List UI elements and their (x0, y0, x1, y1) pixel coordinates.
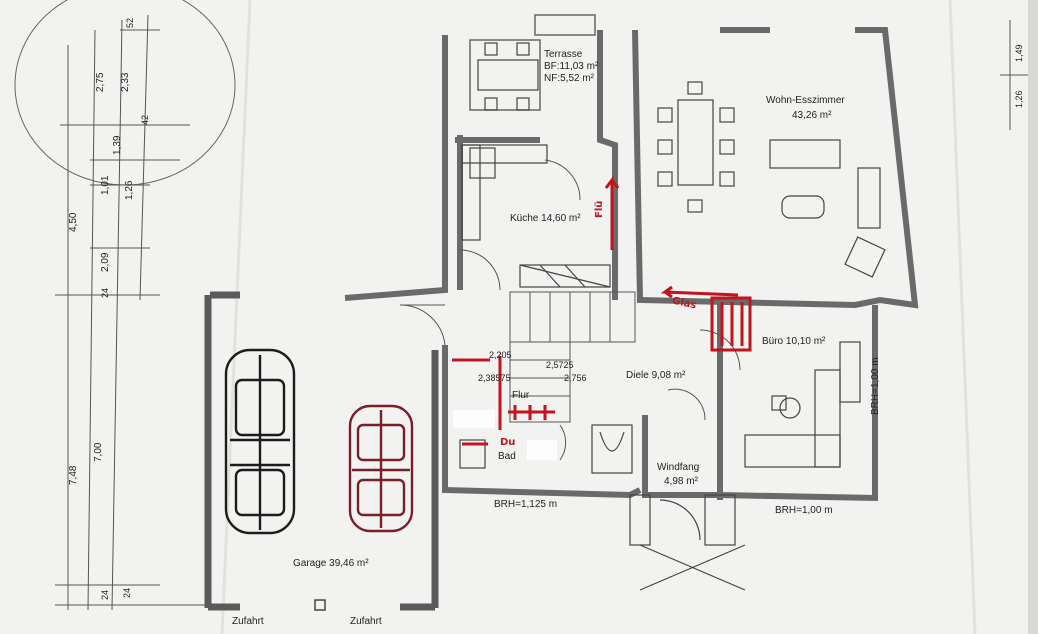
dim-4-50: 4,50 (68, 212, 79, 232)
annotation-du: Du (500, 437, 516, 448)
dim-right-1-26: 1,26 (1014, 90, 1024, 108)
dim-7-00: 7,00 (93, 442, 104, 462)
room-bad-name: Bad (498, 451, 516, 462)
dim-2-33: 2,33 (120, 72, 131, 92)
staircase (509, 291, 636, 423)
paper-patch-2 (527, 440, 557, 460)
dim-42: 42 (140, 114, 150, 125)
car-black (224, 348, 296, 535)
stair-dim-1: 2,205 (489, 350, 512, 360)
dim-24-b: 24 (100, 589, 110, 600)
dining-table (657, 81, 735, 213)
bad-fixtures (459, 424, 633, 474)
dim-52: 52 (125, 17, 135, 28)
label-zufahrt-right: Zufahrt (350, 616, 382, 627)
paper-right-strip (1028, 0, 1038, 634)
office-furniture (744, 341, 861, 468)
room-wohn-name: Wohn-Esszimmer (766, 95, 845, 106)
terrace-outline (469, 14, 596, 111)
garage-post (314, 599, 326, 611)
terrace-table (477, 42, 539, 111)
room-windfang-area: 4,98 m² (664, 476, 698, 487)
paper-fold-line (220, 0, 252, 634)
entrance-windfang (629, 494, 746, 591)
room-terrasse-bf: BF:11,03 m² (544, 61, 599, 72)
garage-walls (204, 291, 439, 611)
stair-dim-4: 2,756 (564, 373, 587, 383)
room-flur-name: Flur (512, 390, 530, 401)
car-red (348, 404, 414, 533)
paper-fold-line-2 (948, 0, 977, 634)
walls (344, 27, 919, 502)
label-brh-right: BRH=1,00 m (870, 357, 881, 415)
dim-2-75: 2,75 (95, 72, 106, 92)
room-buero-name: Büro 10,10 m² (762, 336, 826, 347)
dimension-chain-left (14, 0, 236, 611)
dim-1-39: 1,39 (112, 135, 123, 155)
stair-dim-3: 2,5725 (546, 360, 574, 370)
room-garage-name: Garage 39,46 m² (293, 558, 369, 569)
dim-1-26: 1,26 (124, 180, 135, 200)
door-swings (399, 159, 741, 461)
label-brh-bad: BRH=1,125 m (494, 499, 558, 510)
label-zufahrt-left: Zufahrt (232, 616, 264, 627)
dim-24-a: 24 (100, 287, 110, 298)
dimension-chain-right (1000, 20, 1028, 130)
dim-1-01: 1,01 (100, 175, 111, 195)
red-markings (452, 175, 752, 446)
dim-24-c: 24 (122, 587, 132, 598)
room-terrasse-nf: NF:5,52 m² (544, 73, 595, 84)
kitchen-counters (461, 144, 611, 288)
room-windfang-name: Windfang (657, 462, 700, 473)
annotation-flu: Flü (594, 200, 605, 218)
paper-patch-1 (453, 410, 495, 428)
dim-7-48: 7,48 (68, 465, 79, 485)
label-brh-buero: BRH=1,00 m (775, 505, 833, 516)
room-terrasse-name: Terrasse (544, 49, 583, 60)
dim-right-1-49: 1,49 (1014, 44, 1024, 62)
room-wohn-area: 43,26 m² (792, 110, 832, 121)
dim-2-09: 2,09 (100, 252, 111, 272)
room-kueche-name: Küche 14,60 m² (510, 213, 581, 224)
room-diele-name: Diele 9,08 m² (626, 370, 686, 381)
sofa (769, 139, 886, 278)
stair-dim-2: 2,38575 (478, 373, 511, 383)
